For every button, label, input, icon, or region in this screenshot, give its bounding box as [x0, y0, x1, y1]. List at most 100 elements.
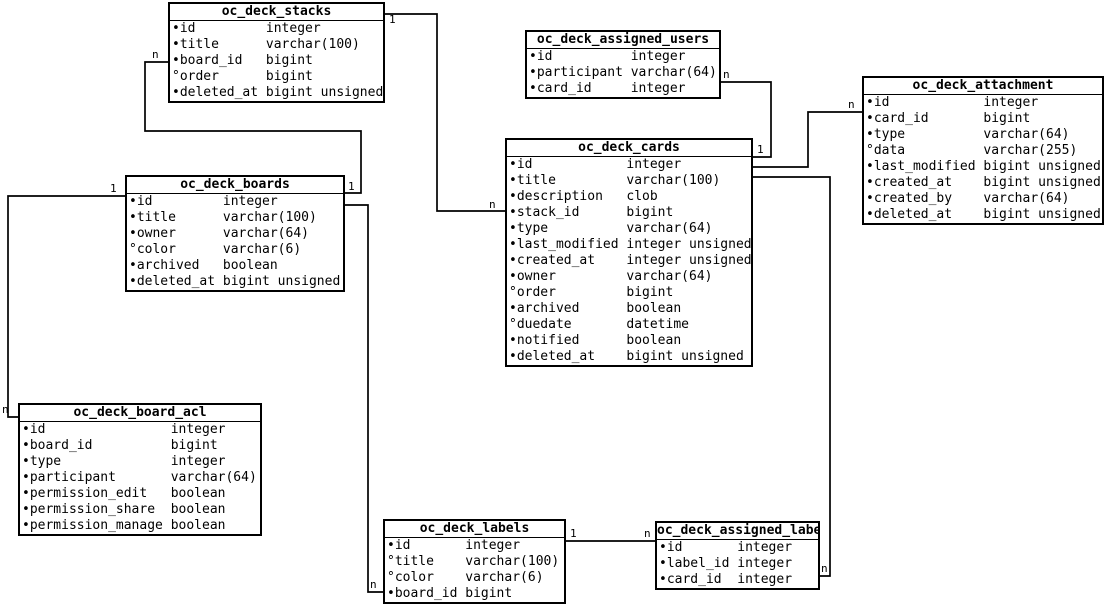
column-row: •last_modified integer unsigned: [507, 237, 751, 253]
column-name: participant: [29, 470, 116, 485]
required-dot-icon: •: [129, 210, 137, 225]
table-title: oc_deck_cards: [507, 140, 751, 157]
column-type: integer: [630, 81, 686, 96]
column-type: varchar(6): [465, 570, 544, 585]
column-name: id: [873, 95, 890, 110]
column-type: boolean: [222, 258, 278, 273]
required-dot-icon: •: [22, 438, 30, 453]
required-dot-icon: •: [22, 502, 30, 517]
required-dot-icon: •: [172, 37, 180, 52]
column-type: bigint unsigned: [983, 207, 1101, 222]
column-type: integer: [983, 95, 1039, 110]
table-title: oc_deck_assigned_users: [527, 32, 719, 49]
cardinality-label: n: [848, 98, 855, 111]
required-dot-icon: •: [509, 253, 517, 268]
column-name: title: [394, 554, 434, 569]
column: title varchar(100): [137, 210, 317, 226]
column-name: card_id: [666, 572, 722, 587]
required-dot-icon: •: [129, 258, 137, 273]
column-type: varchar(100): [222, 210, 317, 225]
column-name: data: [873, 143, 906, 158]
column-type: varchar(100): [265, 37, 360, 52]
column-type: bigint: [465, 586, 513, 601]
column-name: title: [136, 210, 176, 225]
nullable-circle-icon: °: [172, 69, 180, 84]
column-name: title: [179, 37, 219, 52]
required-dot-icon: •: [509, 173, 517, 188]
column-name: created_at: [873, 175, 953, 190]
column-name: owner: [516, 269, 556, 284]
column-row: •title varchar(100): [170, 37, 383, 53]
nullable-circle-icon: °: [509, 317, 517, 332]
column-name: board_id: [179, 53, 243, 68]
column-name: stack_id: [516, 205, 580, 220]
column-type: bigint unsigned: [626, 349, 744, 364]
column-type: integer unsigned: [626, 237, 751, 252]
column-name: order: [516, 285, 556, 300]
column-name: participant: [536, 65, 623, 80]
table-title: oc_deck_attachment: [864, 78, 1102, 95]
column: created_at bigint unsigned: [874, 175, 1101, 191]
column-type: integer unsigned: [626, 253, 751, 268]
column-type: integer: [626, 157, 682, 172]
column-type: varchar(100): [626, 173, 721, 188]
required-dot-icon: •: [529, 49, 537, 64]
entity-table-oc_deck_assigned_labels[interactable]: oc_deck_assigned_labels•idinteger•label_…: [655, 521, 820, 590]
column-name: board_id: [29, 438, 93, 453]
column-type: varchar(6): [222, 242, 302, 257]
required-dot-icon: •: [509, 333, 517, 348]
required-dot-icon: •: [866, 175, 874, 190]
column-type: bigint unsigned: [983, 175, 1101, 190]
column-type: boolean: [170, 518, 226, 533]
column-name: last_modified: [516, 237, 619, 252]
column-type: bigint unsigned: [222, 274, 341, 289]
column-name: type: [873, 127, 906, 142]
required-dot-icon: •: [509, 269, 517, 284]
column-name: permission_share: [29, 502, 156, 517]
column-type: integer: [630, 49, 686, 64]
required-dot-icon: •: [866, 191, 874, 206]
required-dot-icon: •: [509, 237, 517, 252]
column-type: integer: [737, 540, 793, 555]
required-dot-icon: •: [659, 556, 667, 571]
column-type: datetime: [626, 317, 689, 332]
required-dot-icon: •: [866, 111, 874, 126]
cardinality-label: n: [152, 48, 159, 61]
